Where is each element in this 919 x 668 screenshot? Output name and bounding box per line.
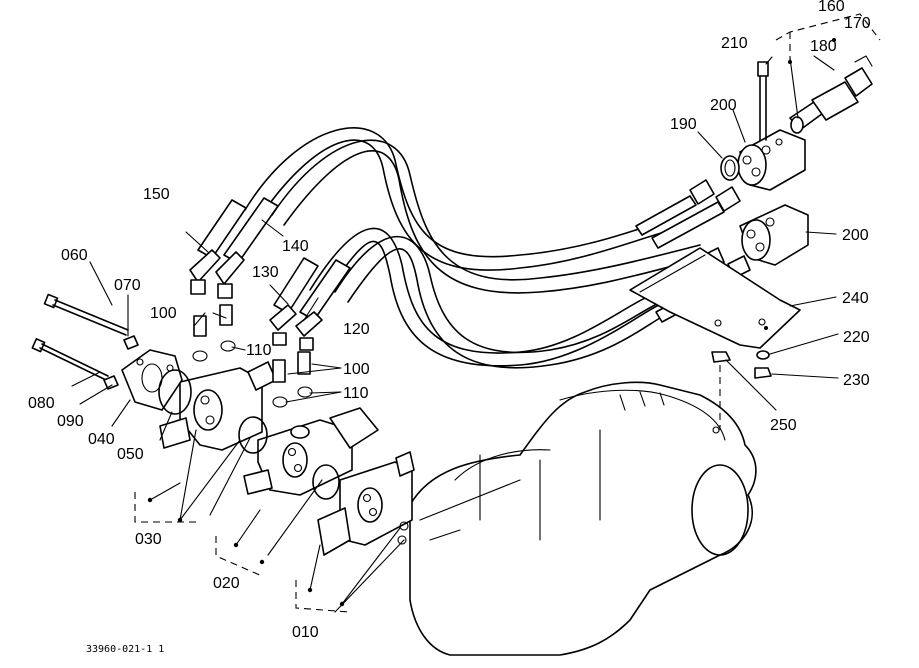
label-080: 080 xyxy=(28,395,55,412)
label-040: 040 xyxy=(88,431,115,448)
label-240: 240 xyxy=(842,290,869,307)
label-130: 130 xyxy=(252,264,279,281)
label-250: 250 xyxy=(770,417,797,434)
label-110-lower: 110 xyxy=(343,385,369,402)
label-200-upper: 200 xyxy=(710,97,737,114)
label-020: 020 xyxy=(213,575,240,592)
label-170: 170 xyxy=(844,15,871,32)
hose-ends-left xyxy=(189,197,351,337)
end-cover-040 xyxy=(121,349,183,411)
label-010: 010 xyxy=(292,624,319,641)
label-100-upper: 100 xyxy=(150,305,177,322)
hydraulic-hoses xyxy=(244,127,706,369)
label-190: 190 xyxy=(670,116,697,133)
adapters-100 xyxy=(190,279,314,383)
valve-section-020 xyxy=(243,407,379,496)
label-220: 220 xyxy=(843,329,870,346)
quick-coupler-180 xyxy=(789,55,873,134)
label-140: 140 xyxy=(282,238,309,255)
nuts-070-090 xyxy=(103,335,139,390)
valve-section-010 xyxy=(317,451,415,556)
label-050: 050 xyxy=(117,446,144,463)
hardware-220-230-250 xyxy=(711,350,772,430)
o-rings xyxy=(158,369,340,500)
label-230: 230 xyxy=(843,372,870,389)
leader-lines xyxy=(71,55,839,613)
label-030: 030 xyxy=(135,531,162,548)
valve-section-030 xyxy=(159,361,277,451)
label-100-lower: 100 xyxy=(343,361,370,378)
label-210: 210 xyxy=(721,35,748,52)
o-ring-190 xyxy=(720,155,740,181)
tie-bolt-060 xyxy=(43,293,129,336)
drawing-code: 33960-021-1 1 xyxy=(86,644,164,655)
label-160: 160 xyxy=(818,0,845,15)
group-brackets xyxy=(134,13,881,613)
label-090: 090 xyxy=(57,413,84,430)
label-110-upper: 110 xyxy=(246,342,272,359)
transmission-housing xyxy=(409,381,757,656)
label-060: 060 xyxy=(61,247,88,264)
label-150: 150 xyxy=(143,186,170,203)
mounting-plate xyxy=(629,247,801,349)
bolt-210 xyxy=(757,61,769,141)
label-070: 070 xyxy=(114,277,141,294)
coupler-block-lower xyxy=(739,204,809,266)
label-120: 120 xyxy=(343,321,370,338)
coupler-block-upper xyxy=(737,129,806,191)
label-200-lower: 200 xyxy=(842,227,869,244)
label-180: 180 xyxy=(810,38,837,55)
bracket-dots xyxy=(147,38,836,607)
